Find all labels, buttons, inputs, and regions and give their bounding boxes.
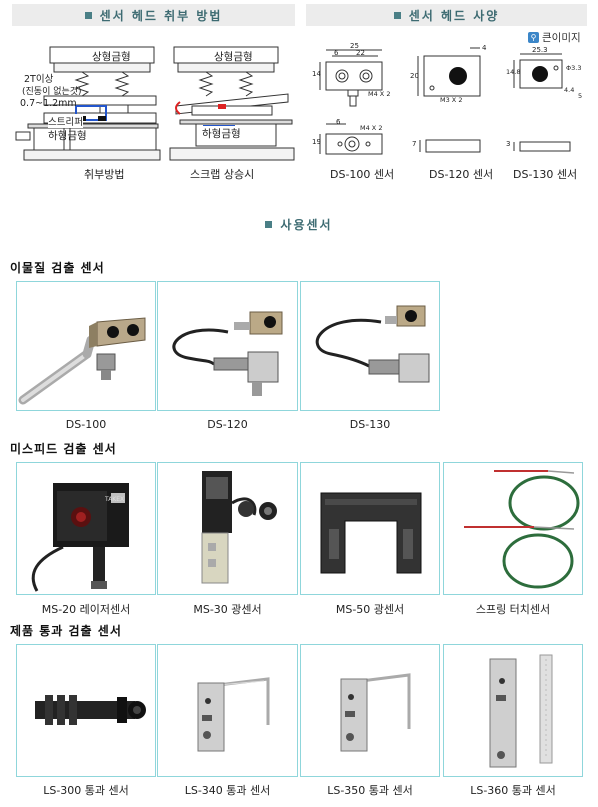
ds120-caption: DS-120	[207, 418, 248, 431]
ds100-photo	[18, 317, 146, 405]
upper-die-label: 상형금형	[92, 51, 131, 63]
magnifier-icon: ⚲	[528, 32, 539, 43]
ls340-photo	[197, 677, 270, 752]
dim-m3: M3 X 2	[440, 96, 463, 104]
mounting-diagram-drawing	[15, 46, 161, 161]
used-sensors-section-title: 사용센서	[0, 214, 598, 234]
spring-touch-photo	[464, 470, 580, 589]
product-card-ms20[interactable]: TAKEX	[16, 462, 156, 595]
product-card-ls300[interactable]	[16, 644, 156, 777]
ls300-photo	[35, 695, 146, 725]
dim-3: 3	[506, 140, 511, 148]
product-card-ds100[interactable]	[16, 281, 156, 411]
product-card-spring-touch[interactable]	[443, 462, 583, 595]
ls360-caption: LS-360 통과 센서	[470, 784, 556, 797]
scrap-rise-diagram: 상형금형 하형금형	[168, 44, 296, 164]
ds100-spec-caption: DS-100 센서	[330, 168, 395, 181]
ls360-photo	[489, 654, 553, 768]
dim-14-8: 14.8	[506, 68, 521, 76]
dim-7: 7	[412, 140, 417, 148]
ms20-caption: MS-20 레이저센서	[41, 603, 131, 616]
lower-die-label: 하형금형	[48, 130, 87, 142]
square-bullet-icon	[265, 220, 273, 228]
product-pass-category-title: 제품 통과 검출 센서	[10, 624, 122, 638]
ds100-top-drawing: 25 22 6 14 M4 X 2	[312, 42, 391, 114]
ls340-caption: LS-340 통과 센서	[184, 784, 271, 797]
ds130-side-drawing: 3	[506, 138, 580, 158]
ms20-brand-label: TAKEX	[104, 496, 124, 503]
upper-die-label-2: 상형금형	[214, 51, 253, 63]
dim-20: 20	[410, 72, 419, 80]
dim-14: 14	[312, 70, 321, 78]
product-card-ls350[interactable]	[300, 644, 440, 777]
thickness-note-1: 2T이상	[24, 74, 54, 85]
thickness-note-2: (진동이 없는것)	[22, 87, 82, 97]
dim-phi3-3: Φ3.3	[566, 64, 582, 72]
ms50-caption: MS-50 광센서	[335, 603, 405, 616]
product-card-ds120[interactable]	[157, 281, 298, 411]
ms30-photo	[201, 471, 277, 584]
scrap-rise-caption: 스크랩 상승시	[190, 168, 255, 181]
ls350-caption: LS-350 통과 센서	[327, 784, 413, 797]
dim-4: 4	[482, 44, 487, 52]
zoom-label: 큰이미지	[542, 32, 581, 44]
dim-19: 19	[312, 138, 321, 146]
used-sensors-title: 사용센서	[280, 217, 333, 232]
dim-25-3: 25.3	[532, 46, 548, 54]
product-card-ms30[interactable]	[157, 462, 298, 595]
ds130-caption: DS-130	[349, 418, 391, 431]
product-card-ms50[interactable]	[300, 462, 440, 595]
dim-6: 6	[334, 49, 339, 57]
lower-die-label-2: 하형금형	[202, 126, 241, 141]
product-card-ls360[interactable]	[443, 644, 583, 777]
sensor-spec-header: 센서 헤드 사양	[306, 4, 587, 26]
ms50-photo	[320, 492, 422, 574]
spring-touch-caption: 스프링 터치센서	[475, 603, 551, 616]
misfeed-category-title: 미스피드 검출 센서	[10, 442, 117, 456]
dim-m4: M4 X 2	[368, 90, 391, 98]
foreign-matter-category-title: 이물질 검출 센서	[10, 261, 105, 275]
ls300-caption: LS-300 통과 센서	[43, 784, 129, 797]
mounting-method-header: 센서 헤드 취부 방법	[12, 4, 295, 26]
dim-22: 22	[356, 49, 365, 57]
ds120-spec-caption: DS-120 센서	[429, 168, 494, 181]
ds120-photo	[172, 311, 283, 396]
gap-note: 0.7~1.2mm	[20, 98, 77, 109]
square-bullet-icon	[393, 11, 401, 19]
dim-4-4: 4.4	[564, 86, 575, 94]
ds100-caption: DS-100	[65, 418, 107, 431]
dim-6-side: 6	[336, 118, 341, 126]
mounting-method-title: 센서 헤드 취부 방법	[99, 8, 223, 23]
ms30-caption: MS-30 광센서	[193, 603, 262, 616]
ds130-spec-caption: DS-130 센서	[513, 168, 578, 181]
stripper-label: 스트리퍼	[48, 114, 83, 128]
zoom-image-link[interactable]: ⚲ 큰이미지	[528, 30, 581, 45]
ms20-photo: TAKEX	[31, 483, 129, 592]
ds120-top-drawing: 20 4 M3 X 2	[410, 44, 490, 114]
square-bullet-icon	[84, 11, 92, 19]
sensor-spec-title: 센서 헤드 사양	[408, 8, 500, 23]
product-card-ls340[interactable]	[157, 644, 298, 777]
product-card-ds130[interactable]	[300, 281, 440, 411]
ds120-side-drawing: 7	[412, 136, 486, 158]
ds100-side-drawing: 6 19 M4 X 2	[312, 118, 392, 168]
dim-m4-side: M4 X 2	[360, 124, 383, 132]
mounting-caption: 취부방법	[84, 168, 125, 181]
dim-5: 5	[578, 92, 583, 100]
mounting-diagram: 상형금형 하형금형 스트리퍼	[10, 44, 170, 164]
dim-25: 25	[350, 42, 359, 50]
ls350-photo	[340, 673, 411, 752]
ds130-photo	[315, 305, 430, 383]
ds130-top-drawing: 25.3 Φ3.3 14.8 4.4 5	[506, 46, 588, 110]
